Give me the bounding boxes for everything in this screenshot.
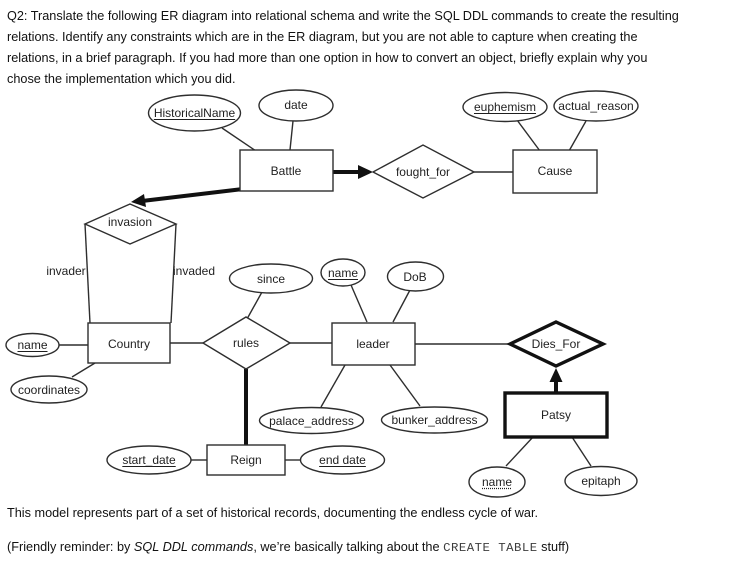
- reminder-prefix: (Friendly reminder: by: [7, 540, 134, 554]
- attribute-epitaph-ellipse: [564, 465, 638, 497]
- reminder-note: (Friendly reminder: by SQL DDL commands,…: [7, 540, 727, 555]
- question-text: Q2: Translate the following ER diagram i…: [7, 6, 727, 90]
- attribute-coordinates-ellipse: [10, 375, 88, 404]
- attribute-actualreason-label: actual_reason: [558, 99, 634, 113]
- attribute-since-ellipse: [228, 263, 314, 294]
- connector-actualreason-cause: [568, 120, 587, 152]
- attribute-countryname-ellipse: [5, 332, 60, 358]
- arrowhead-foughtfor: [358, 165, 373, 179]
- entity-cause-label: Cause: [537, 164, 573, 178]
- attribute-historicalname-label: HistoricalName: [153, 106, 236, 120]
- entity-reign-label: Reign: [230, 453, 262, 467]
- relationship-foughtfor-label: fought_for: [395, 165, 451, 179]
- entity-patsy-box: [503, 391, 609, 439]
- arrowhead-invasion: [131, 194, 146, 207]
- attribute-startdate-label: start_date: [122, 453, 176, 467]
- arrowhead-diesfor: [549, 368, 563, 382]
- attribute-leadername-ellipse: [320, 258, 366, 287]
- model-note: This model represents part of a set of h…: [7, 506, 539, 520]
- role-invaded-label: invaded: [172, 264, 216, 278]
- connector-leader-bunker: [389, 364, 421, 407]
- question-line: chose the implementation which you did.: [7, 72, 236, 86]
- connector-dob-leader: [392, 289, 411, 323]
- connector-invasion-invader: [84, 223, 91, 324]
- entity-patsy-label: Patsy: [540, 408, 572, 422]
- attribute-coordinates-label: coordinates: [17, 383, 81, 397]
- relationship-diesfor-label: Dies_For: [531, 337, 581, 351]
- relationship-dies-for-diamond: [506, 320, 608, 368]
- reminder-mid: , we’re basically talking about the: [253, 540, 444, 554]
- connector-since-rules: [246, 291, 263, 320]
- entity-country-box: [87, 322, 171, 364]
- entity-battle-label: Battle: [270, 164, 302, 178]
- attribute-historicalname-ellipse: [147, 94, 242, 132]
- connector-coordinates-country: [71, 362, 96, 378]
- arrow-battle-invasion: [141, 187, 244, 203]
- connector-historicalname-battle: [221, 127, 257, 152]
- attribute-enddate-label: end date: [319, 453, 366, 467]
- attribute-palaceaddress-ellipse: [258, 406, 365, 435]
- attribute-bunkeraddress-label: bunker_address: [391, 413, 478, 427]
- relationship-rules-label: rules: [232, 336, 260, 350]
- question-line: Q2: Translate the following ER diagram i…: [7, 9, 679, 23]
- relationship-rules-diamond: [201, 316, 292, 370]
- attribute-epitaph-label: epitaph: [581, 474, 621, 488]
- connector-name-leader: [350, 284, 368, 323]
- attribute-leadername-label: name: [327, 266, 359, 280]
- question-line: relations, in a brief paragraph. If you …: [7, 51, 648, 65]
- attribute-dob-ellipse: [386, 261, 445, 292]
- entity-reign-box: [206, 444, 286, 476]
- connector-date-battle: [289, 120, 294, 151]
- reminder-code: CREATE TABLE: [443, 541, 538, 555]
- attribute-date-label: date: [284, 98, 308, 112]
- question-line: relations. Identify any constraints whic…: [7, 30, 638, 44]
- attribute-euphemism-ellipse: [462, 91, 548, 123]
- attribute-patsyname-label: name: [481, 475, 513, 489]
- entity-leader-box: [331, 322, 416, 366]
- entity-country-label: Country: [107, 337, 151, 351]
- attribute-enddate-ellipse: [299, 445, 386, 475]
- attribute-euphemism-label: euphemism: [473, 100, 537, 114]
- relationship-invasion-label: invasion: [107, 215, 153, 229]
- attribute-actualreason-ellipse: [553, 90, 639, 122]
- relationship-fought-for-diamond: [371, 144, 476, 199]
- entity-cause-box: [512, 149, 598, 194]
- entity-battle-box: [239, 149, 334, 192]
- entity-leader-label: leader: [356, 337, 390, 351]
- attribute-palaceaddress-label: palace_address: [269, 414, 354, 428]
- connector-patsy-epitaph: [571, 436, 592, 467]
- attribute-startdate-ellipse: [106, 445, 192, 475]
- relationship-invasion-diamond: [83, 203, 178, 245]
- attribute-countryname-label: name: [17, 338, 48, 352]
- connector-euphemism-cause: [516, 119, 541, 152]
- connector-leader-palace: [320, 364, 346, 408]
- attribute-date-ellipse: [258, 89, 334, 122]
- attribute-since-label: since: [256, 272, 286, 286]
- reminder-italic: SQL DDL commands: [133, 540, 254, 554]
- reminder-suffix: stuff): [537, 540, 570, 554]
- attribute-bunkeraddress-ellipse: [380, 406, 489, 434]
- connector-patsy-name: [505, 436, 534, 467]
- attribute-dob-label: DoB: [403, 270, 427, 284]
- connector-invasion-invaded: [170, 223, 177, 324]
- role-invader-label: invader: [46, 264, 86, 278]
- attribute-patsyname-ellipse: [468, 466, 526, 498]
